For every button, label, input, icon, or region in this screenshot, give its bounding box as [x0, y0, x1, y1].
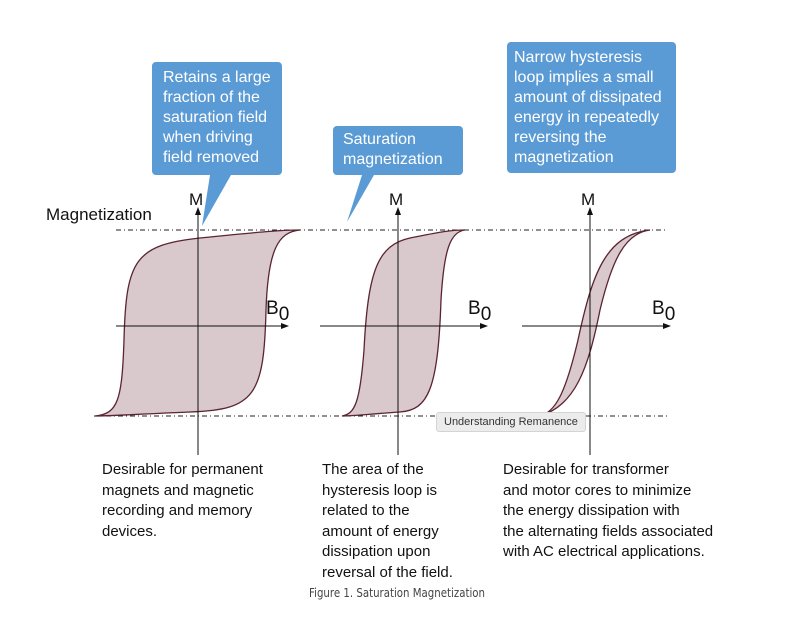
caption-line: related to the — [322, 502, 410, 519]
callout-remanence: Retains a large fraction of the saturation… — [163, 68, 271, 168]
callout-line: reversing the — [514, 129, 607, 146]
x-axis-label-2: B0 — [468, 298, 491, 325]
y-axis-label-2: M — [389, 190, 404, 209]
callout-line: Saturation — [343, 131, 416, 148]
caption-line: the alternating fields associated — [503, 522, 714, 540]
callout-line: loop implies a small — [514, 69, 654, 86]
hysteresis-loop-narrow — [539, 229, 651, 417]
caption-line: Desirable for transformer — [503, 461, 669, 478]
x-label-main: B — [652, 298, 665, 319]
callout-1-shape — [152, 62, 282, 226]
caption-line: Desirable for permanent — [102, 461, 263, 478]
callout-2-shape — [333, 126, 463, 222]
caption-loop-area: The area of the hysteresis loop is related… — [322, 460, 453, 583]
x-label-main: B — [468, 298, 481, 319]
hysteresis-loop-medium — [341, 229, 466, 417]
callout-line: saturation field — [163, 109, 268, 126]
x-label-sub: 0 — [664, 304, 676, 325]
x-axis-label-3: B0 — [652, 298, 675, 325]
callout-3-shape — [507, 42, 676, 173]
caption-line: amount of energy — [322, 522, 439, 540]
y-axis-label-3: M — [581, 190, 596, 209]
x-axis-label-1: B0 — [266, 298, 289, 325]
callout-line: Retains a large — [163, 69, 271, 86]
y-axis-label-1: M — [189, 190, 204, 209]
callout-line: energy in repeatedly — [514, 109, 659, 126]
caption-transformer-cores: Desirable for transformer and motor cores… — [503, 460, 713, 563]
caption-line: the energy dissipation with — [503, 502, 680, 519]
x-label-main: B — [266, 298, 279, 319]
callout-line: magnetization — [343, 151, 443, 168]
caption-line: and motor cores to minimize — [503, 481, 692, 499]
caption-line: The area of the — [322, 461, 424, 478]
caption-line: reversal of the field. — [322, 563, 453, 581]
caption-line: dissipation upon — [322, 543, 431, 560]
caption-permanent-magnets: Desirable for permanent magnets and magne… — [102, 460, 263, 542]
callout-narrow-loop: Narrow hysteresis loop implies a small amo… — [514, 48, 662, 168]
callout-saturation: Saturation magnetization — [343, 130, 443, 170]
figure-caption: Figure 1. Saturation Magnetization — [308, 586, 486, 600]
callout-line: when driving — [163, 129, 253, 146]
tooltip: Understanding Remanence — [436, 412, 586, 432]
magnetization-label: Magnetization — [46, 205, 152, 224]
callout-line: magnetization — [514, 149, 614, 166]
caption-line: recording and memory — [102, 502, 253, 519]
x-label-sub: 0 — [278, 304, 290, 325]
caption-line: devices. — [102, 522, 158, 540]
callout-line: amount of dissipated — [514, 89, 662, 106]
caption-line: magnets and magnetic — [102, 481, 254, 499]
caption-line: with AC electrical applications. — [503, 543, 705, 560]
x-label-sub: 0 — [480, 304, 492, 325]
callout-line: fraction of the — [163, 89, 260, 106]
callout-line: field removed — [163, 149, 260, 166]
caption-line: hysteresis loop is — [322, 481, 438, 499]
callout-line: Narrow hysteresis — [514, 49, 643, 66]
